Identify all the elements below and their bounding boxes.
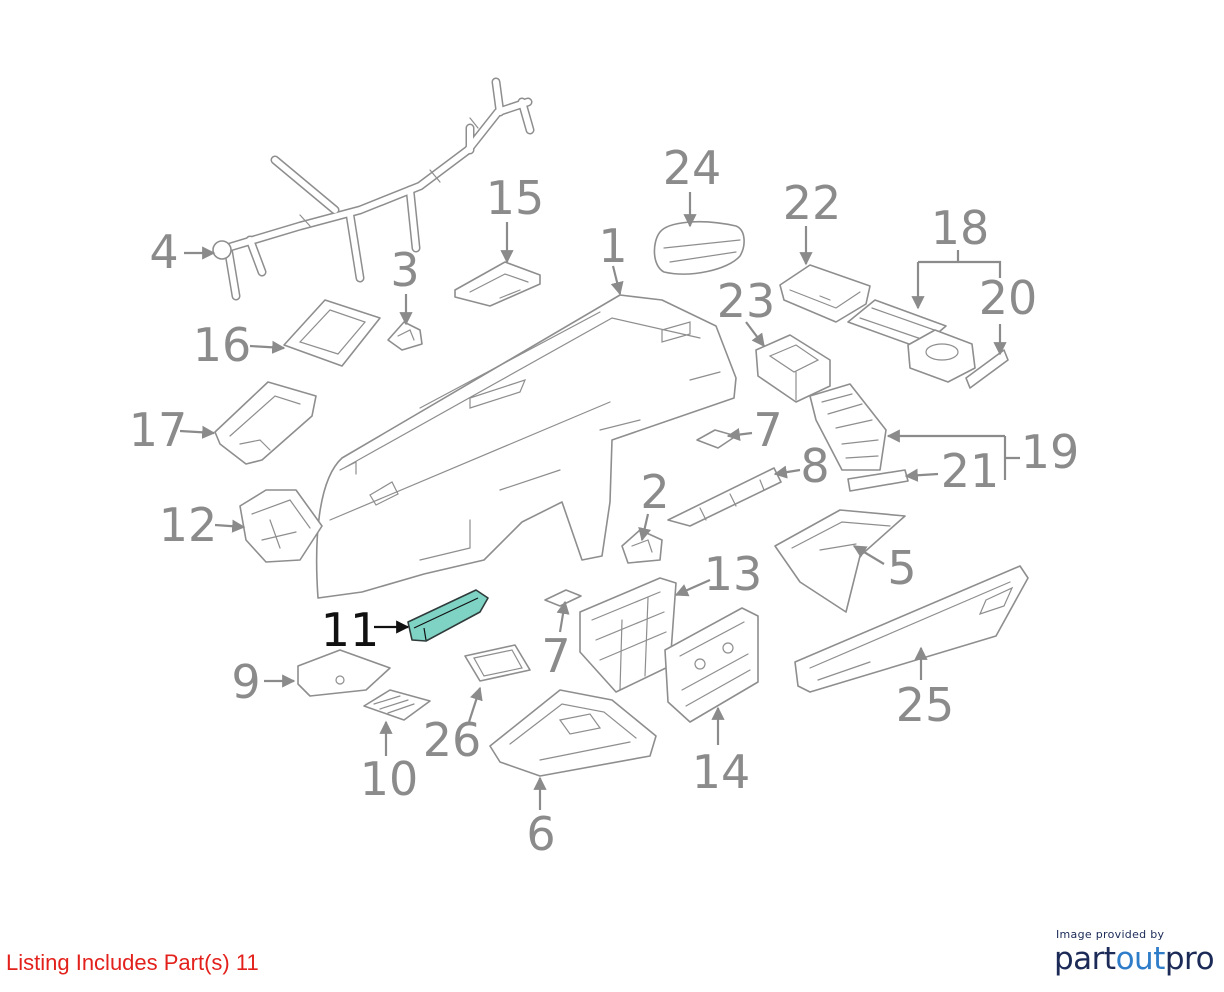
callout-20: 20 <box>979 271 1038 325</box>
logo-caption: Image provided by <box>1056 928 1165 941</box>
part-13-radio-bracket <box>579 577 677 693</box>
callout-26: 26 <box>423 713 482 767</box>
callout-3: 3 <box>390 243 419 297</box>
part-22-glove-box-part <box>779 264 871 323</box>
callout-7-upper: 7 <box>753 403 782 457</box>
part-9-cover <box>297 649 391 697</box>
part-25-trim-strip <box>794 565 1029 693</box>
part-1-dashboard <box>315 294 737 599</box>
logo-part: part <box>1054 941 1116 977</box>
part-8-bracket-strip <box>667 467 782 527</box>
callout-19: 19 <box>1021 425 1080 479</box>
logo-pro: pro <box>1164 941 1215 977</box>
callout-11-highlighted: 11 <box>321 603 380 657</box>
callout-4: 4 <box>149 225 178 279</box>
part-20-cup-holder <box>907 329 1009 389</box>
part-23-bracket-box <box>755 334 831 403</box>
part-5-lower-panel <box>774 509 906 613</box>
callout-25: 25 <box>896 678 955 732</box>
callout-1: 1 <box>598 219 627 273</box>
part-7-clip-lower <box>544 589 582 607</box>
callout-12: 12 <box>159 498 218 552</box>
part-4-cross-car-beam <box>212 77 535 301</box>
callout-6: 6 <box>526 807 555 861</box>
partoutpro-logo: Image provided by partoutpro <box>1054 928 1215 977</box>
callout-numbers: 1 24 15 22 18 20 4 3 23 16 17 7 19 8 21 … <box>129 141 1080 861</box>
callout-7-lower: 7 <box>541 629 570 683</box>
part-17-knee-bracket <box>214 381 317 465</box>
callout-22: 22 <box>783 176 842 230</box>
part-3-small-bracket <box>387 321 423 351</box>
callout-17: 17 <box>129 403 188 457</box>
listing-parts-note: Listing Includes Part(s) 11 <box>6 950 259 975</box>
callout-15: 15 <box>486 171 545 225</box>
part-21-trim-strip <box>847 469 909 492</box>
callout-10: 10 <box>360 752 419 806</box>
part-7-clip-upper <box>696 429 737 449</box>
part-14-center-panel <box>664 607 759 723</box>
callout-23: 23 <box>717 274 776 328</box>
callout-18: 18 <box>931 201 990 255</box>
callout-16: 16 <box>193 318 252 372</box>
part-15-trim-panel <box>454 261 541 307</box>
logo-out: out <box>1115 941 1166 977</box>
callout-2: 2 <box>640 465 669 519</box>
callout-21: 21 <box>941 444 1000 498</box>
callout-5: 5 <box>887 541 916 595</box>
callout-8: 8 <box>800 439 829 493</box>
callout-9: 9 <box>231 655 260 709</box>
part-19-air-vent <box>809 383 887 471</box>
callout-13: 13 <box>704 547 763 601</box>
leader-lines <box>179 192 1020 810</box>
logo-wordmark: partoutpro <box>1054 941 1215 977</box>
part-18-housing <box>847 299 947 349</box>
part-2-bracket <box>621 529 663 564</box>
part-12-housing <box>239 489 323 563</box>
part-26-pad <box>464 644 531 682</box>
part-11-highlighted <box>407 589 489 642</box>
part-24-airbag <box>653 220 745 275</box>
part-6-console-base <box>489 689 657 777</box>
part-10-filter <box>363 689 431 721</box>
callout-14: 14 <box>692 745 751 799</box>
part-16-bezel <box>283 299 381 367</box>
callout-24: 24 <box>663 141 722 195</box>
